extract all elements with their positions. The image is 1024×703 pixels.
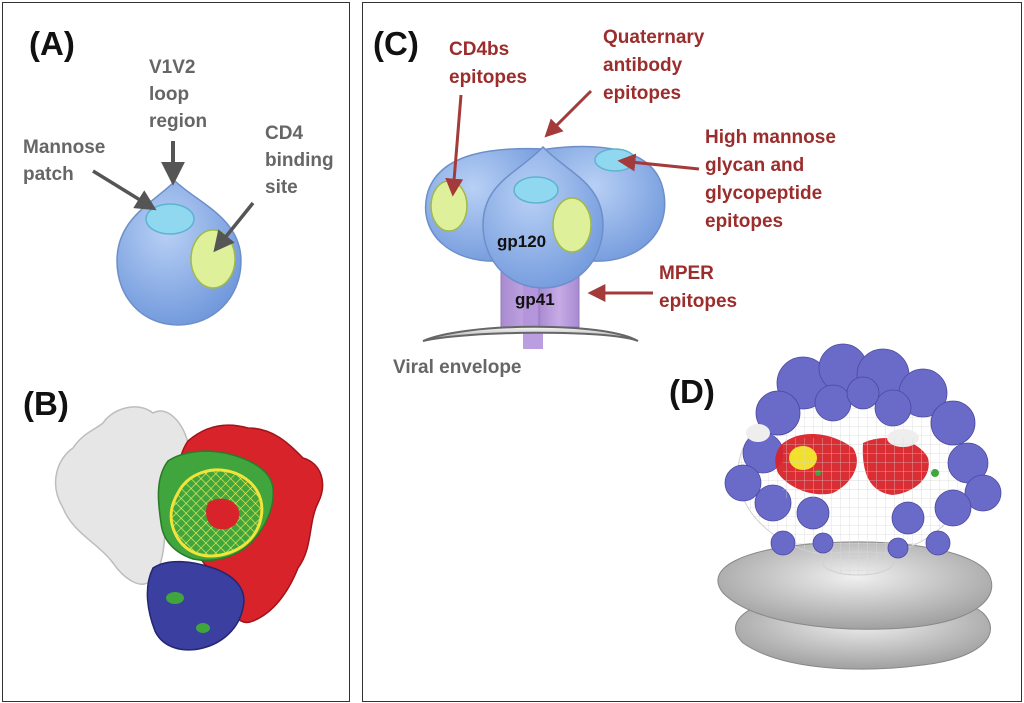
panel-right: (C) gp120 gp41 CD4bs epitopes Q <box>362 2 1022 702</box>
panel-right-svg: (C) gp120 gp41 CD4bs epitopes Q <box>373 25 1002 670</box>
cd4bs-front-patch <box>552 197 592 253</box>
gp41-label: gp41 <box>515 290 555 309</box>
cd4bs-left-patch <box>430 180 468 232</box>
viral-envelope-label: Viral envelope <box>393 357 522 378</box>
panel-a-label: (A) <box>29 25 75 62</box>
cd4bs-label: CD4bs epitopes <box>449 39 527 88</box>
high-mannose-label: High mannose glycan and glycopeptide epi… <box>705 127 841 232</box>
high-mannose-arrow <box>617 153 700 172</box>
panel-left-svg: (A) V1V2 loop region Mannose patch CD4 b… <box>23 25 339 651</box>
cd4-arrow <box>213 201 255 253</box>
cd4-binding-site-shape <box>190 229 236 289</box>
mannose-patch-shape <box>145 203 195 235</box>
v1v2-label: V1V2 loop region <box>149 57 207 132</box>
quaternary-label: Quaternary antibody epitopes <box>603 27 710 104</box>
envelope-trimer-rendering <box>717 343 1002 670</box>
cd4bs-arrow <box>445 94 464 197</box>
gp120-front-lobe <box>482 145 604 289</box>
viral-envelope-shape <box>422 325 639 342</box>
mannose-patch-label: Mannose patch <box>23 137 111 185</box>
quaternary-arrow <box>544 89 593 138</box>
mper-label: MPER epitopes <box>659 263 737 312</box>
panel-c-label: (C) <box>373 25 419 62</box>
cd4-binding-site-label: CD4 binding site <box>265 123 339 198</box>
mannose-arrow <box>92 169 157 211</box>
protein-surface-rendering <box>54 406 324 651</box>
panel-d-label: (D) <box>669 373 715 410</box>
gp120-label: gp120 <box>497 232 546 251</box>
panel-b-label: (B) <box>23 385 69 422</box>
mannose-right-patch <box>594 148 636 172</box>
mannose-front-patch <box>513 176 559 204</box>
panel-left: (A) V1V2 loop region Mannose patch CD4 b… <box>2 2 350 702</box>
